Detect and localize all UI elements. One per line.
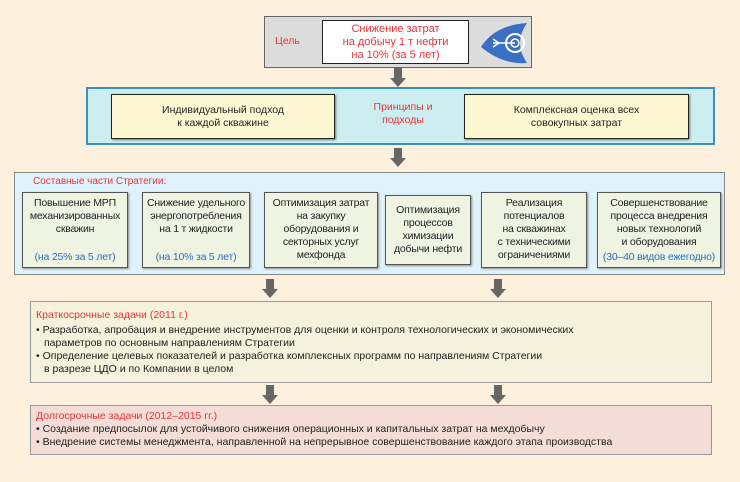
arrow-down-icon xyxy=(490,385,506,405)
principles-label: Принципы и подходы xyxy=(348,101,458,127)
arrow-down-icon xyxy=(390,68,406,88)
long-term-item: • Внедрение системы менеджмента, направл… xyxy=(36,436,613,448)
task-line: в разрезе ЦДО и по Компании в целом xyxy=(44,363,234,375)
goal-line: на добычу 1 т нефти xyxy=(342,35,449,48)
component-line: процессов xyxy=(403,217,453,229)
component-line: Оптимизация затрат xyxy=(272,197,370,209)
component-line: процесса внедрения xyxy=(610,210,708,222)
goal-line: на 10% (за 5 лет) xyxy=(351,48,440,61)
component-line: с техническими xyxy=(497,236,571,248)
arrow-down-icon xyxy=(490,279,506,299)
component-line: на 1 т жидкости xyxy=(159,223,233,235)
component-target: (на 25% за 5 лет) xyxy=(34,251,116,263)
principles-label-line: подходы xyxy=(382,114,424,126)
component-line: и оборудования xyxy=(621,236,697,248)
principle-line: совокупных затрат xyxy=(530,116,623,129)
component-line: механизированных xyxy=(29,210,121,222)
principle-line: Комплексная оценка всех xyxy=(513,103,640,116)
goal-text: Снижение затрат на добычу 1 т нефти на 1… xyxy=(322,20,469,64)
component-line: на скважинах xyxy=(502,223,566,235)
principle-individual: Индивидуальный подход к каждой скважине xyxy=(111,94,335,139)
short-term-item: • Определение целевых показателей и разр… xyxy=(36,350,711,376)
component-line: энергопотребления xyxy=(150,210,242,222)
components-title: Составные части Стратегии: xyxy=(33,176,167,187)
component-line: Повышение МРП xyxy=(34,197,116,209)
goal-box: Цель Снижение затрат на добычу 1 т нефти… xyxy=(264,16,532,68)
principles-box: Индивидуальный подход к каждой скважине … xyxy=(86,87,715,145)
long-term-box: Долгосрочные задачи (2012–2015 гг.) • Со… xyxy=(30,405,712,455)
component-line: потенциалов xyxy=(503,210,565,222)
short-term-title: Краткосрочные задачи (2011 г.) xyxy=(36,309,188,321)
principle-line: Индивидуальный подход xyxy=(162,103,284,116)
component-line: скважин xyxy=(55,223,95,235)
arrow-down-icon xyxy=(262,279,278,299)
component-line: оборудования и xyxy=(283,223,359,235)
component-line: добычи нефти xyxy=(393,243,463,255)
component-target: (на 10% за 5 лет) xyxy=(155,251,237,263)
component-line: ограничениями xyxy=(497,249,571,261)
long-term-title: Долгосрочные задачи (2012–2015 гг.) xyxy=(36,410,218,422)
component-line: химизации xyxy=(402,230,454,242)
component-line: секторных услуг xyxy=(282,236,360,248)
component-line: на закупку xyxy=(296,210,346,222)
task-line: параметров по основным направлениям Стра… xyxy=(44,337,295,349)
component-line: Совершенствование xyxy=(610,197,708,209)
component-line: Снижение удельного xyxy=(146,197,246,209)
component-line: Оптимизация xyxy=(396,204,460,216)
component-line: новых технологий xyxy=(616,223,702,235)
long-term-item: • Создание предпосылок для устойчивого с… xyxy=(36,423,545,435)
component-line: мехфонда xyxy=(296,249,346,261)
task-line: • Разработка, апробация и внедрение инст… xyxy=(36,324,574,336)
principles-label-line: Принципы и xyxy=(373,101,433,113)
arrow-down-icon xyxy=(262,385,278,405)
arrow-down-icon xyxy=(390,148,406,168)
principle-complex: Комплексная оценка всех совокупных затра… xyxy=(464,94,689,139)
goal-line: Снижение затрат xyxy=(351,22,440,35)
short-term-box: Краткосрочные задачи (2011 г.) • Разрабо… xyxy=(30,301,712,383)
target-icon xyxy=(481,23,527,64)
component-target: (30–40 видов ежегодно) xyxy=(602,251,716,263)
component-line: Реализация xyxy=(505,197,563,209)
short-term-item: • Разработка, апробация и внедрение инст… xyxy=(36,324,711,350)
goal-label: Цель xyxy=(275,35,300,47)
task-line: • Определение целевых показателей и разр… xyxy=(36,350,543,362)
principle-line: к каждой скважине xyxy=(177,116,269,129)
